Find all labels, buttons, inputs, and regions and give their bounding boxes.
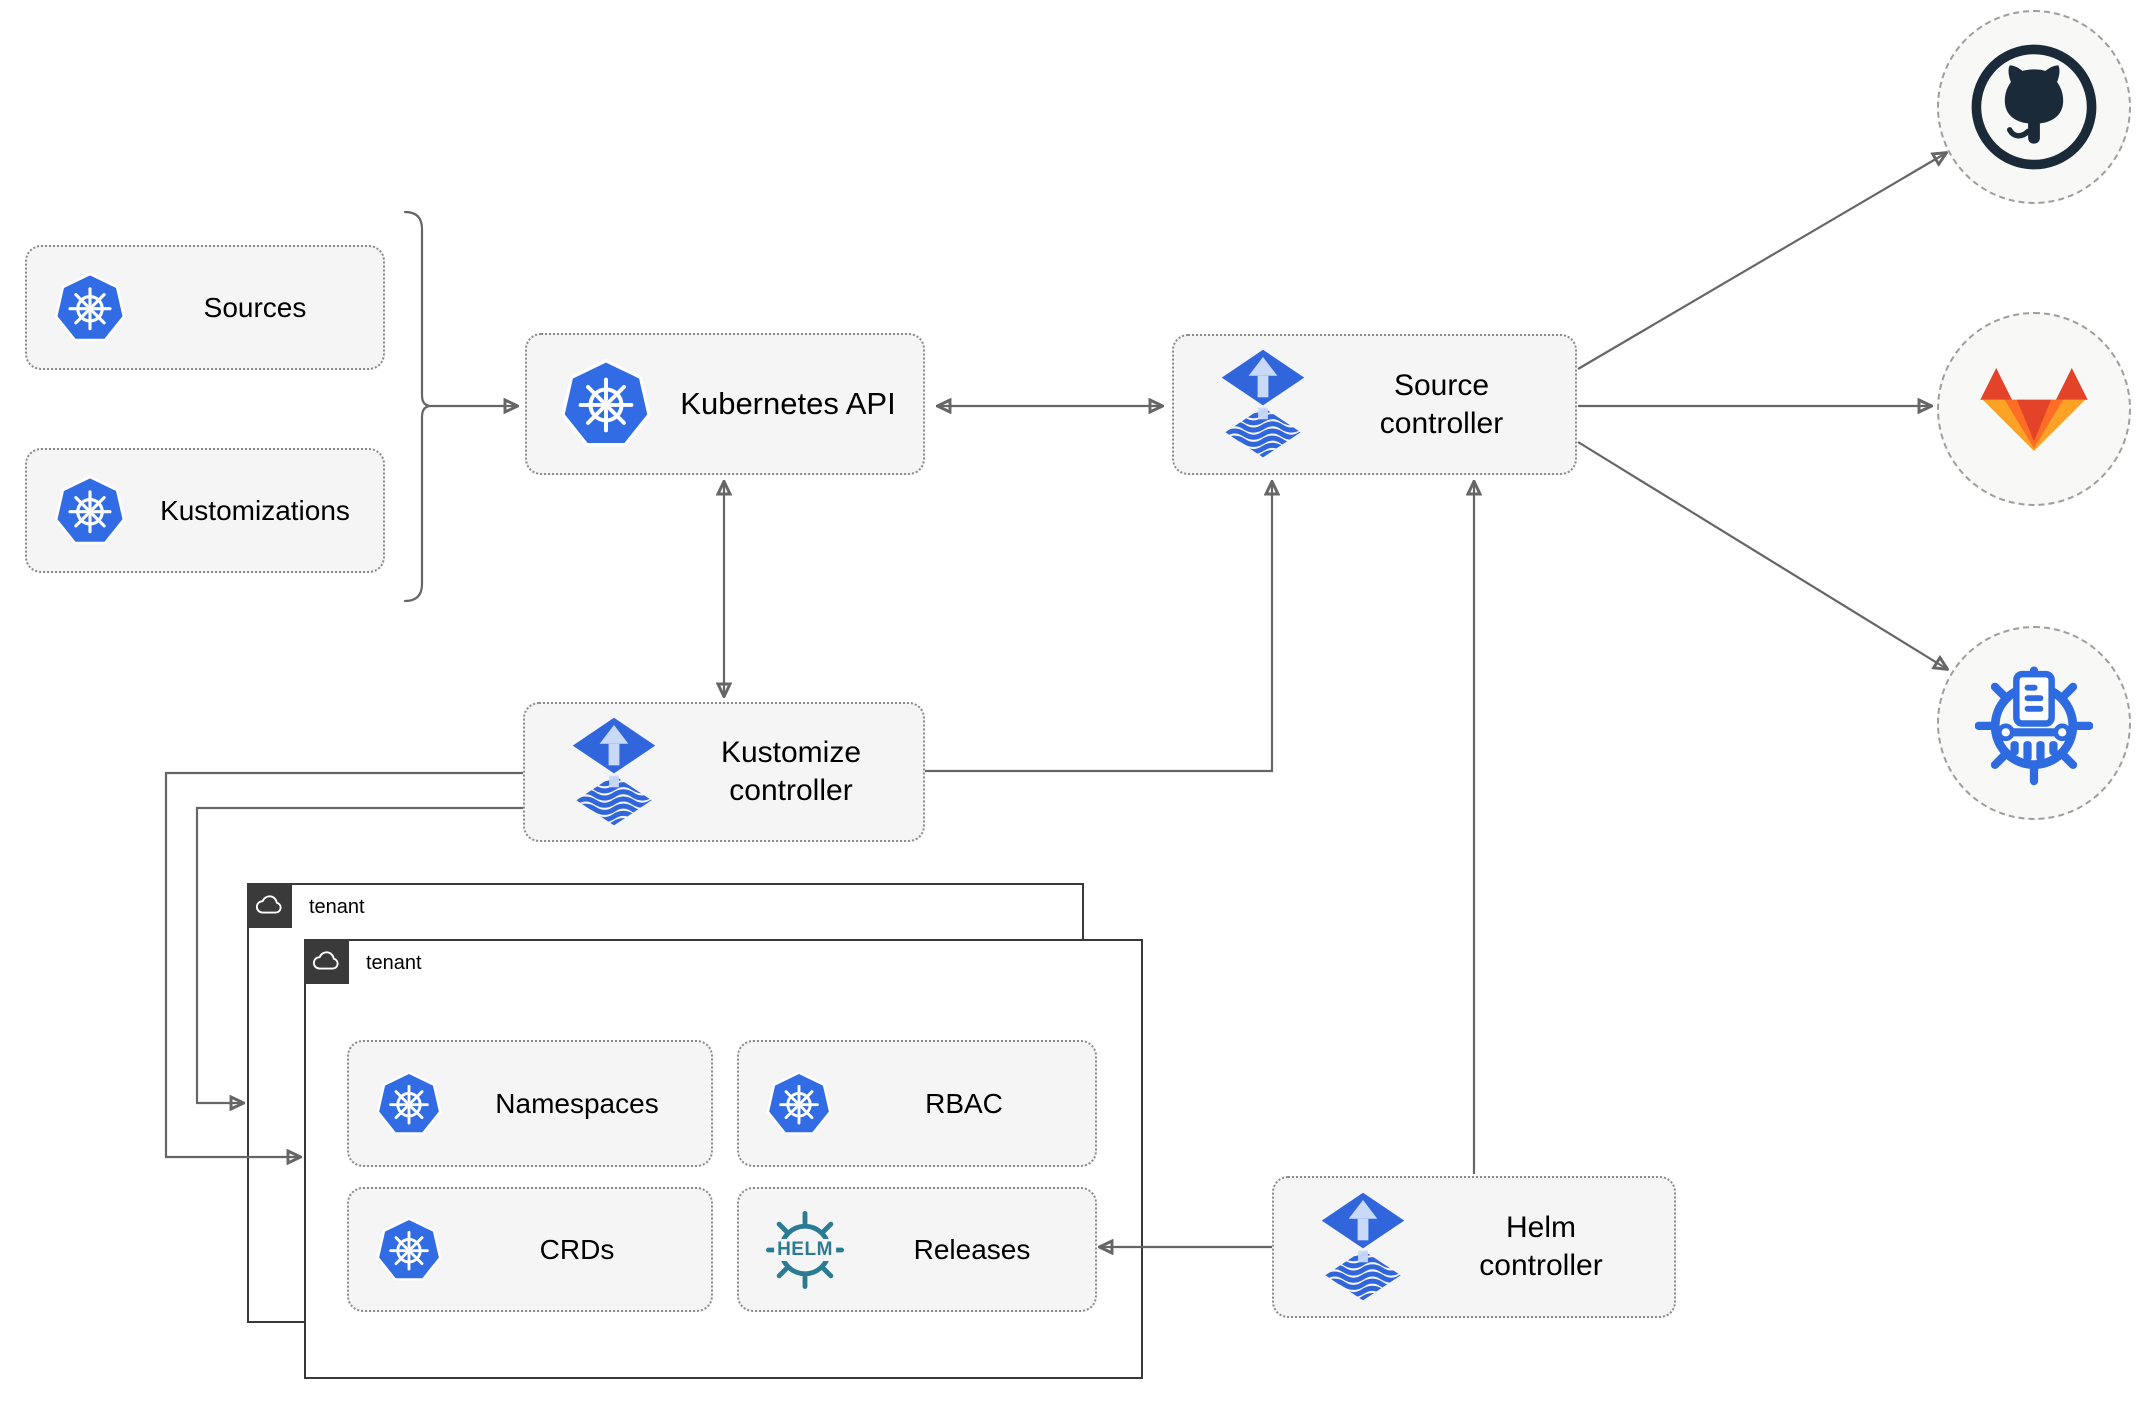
namespaces-node: Namespaces	[347, 1040, 713, 1167]
gitlab-remote	[1937, 312, 2131, 506]
crds-label: CRDs	[539, 1234, 615, 1265]
helm-logo-icon: HELM	[761, 1206, 849, 1294]
kustomize-controller-node: Kustomize controller	[523, 702, 925, 842]
arrow-source-controller-to-registry	[1577, 441, 1947, 669]
crds-node: CRDs	[347, 1187, 713, 1312]
kubernetes-icon	[765, 1070, 833, 1138]
flux-logo-icon	[1218, 348, 1308, 461]
tenant-label: tenant	[309, 896, 365, 918]
tenant-tab	[303, 938, 349, 984]
github-remote	[1937, 10, 2131, 204]
releases-node: HELM Releases	[737, 1187, 1097, 1312]
cloud-icon	[312, 948, 340, 974]
kubernetes-api-node: Kubernetes API	[525, 333, 925, 475]
kubernetes-icon	[559, 357, 653, 451]
gitlab-icon	[1973, 363, 2095, 456]
kubernetes-api-label: Kubernetes API	[680, 385, 896, 421]
kustomizations-label: Kustomizations	[160, 495, 350, 526]
tenant-tab	[246, 882, 292, 928]
kustomizations-node: Kustomizations	[25, 448, 385, 573]
source-controller-label: Source controller	[1379, 368, 1504, 440]
tenant-label: tenant	[366, 952, 422, 974]
tenant-box-front: tenant Namespaces RBAC CRDs HELM	[303, 938, 1143, 1379]
source-controller-node: Source controller	[1172, 334, 1577, 475]
kubernetes-icon	[53, 271, 127, 345]
kubernetes-icon	[53, 474, 127, 548]
kubernetes-icon	[375, 1070, 443, 1138]
sources-label: Sources	[203, 292, 307, 323]
cloud-icon	[255, 892, 283, 918]
namespaces-label: Namespaces	[495, 1088, 659, 1119]
rbac-label: RBAC	[925, 1088, 1003, 1119]
releases-label: Releases	[913, 1234, 1031, 1265]
container-registry-icon	[1975, 660, 2093, 787]
arrow-kustomize-controller-to-source-controller	[925, 482, 1272, 773]
kubernetes-icon	[375, 1216, 443, 1284]
github-icon	[1970, 43, 2098, 171]
arrow-source-controller-to-github	[1577, 153, 1946, 370]
registry-remote	[1937, 626, 2131, 820]
helm-controller-label: Helm controller	[1479, 1211, 1603, 1282]
sources-node: Sources	[25, 245, 385, 370]
rbac-node: RBAC	[737, 1040, 1097, 1167]
helm-wordmark: HELM	[774, 1238, 836, 1261]
helm-controller-node: Helm controller	[1272, 1176, 1676, 1318]
flux-logo-icon	[569, 716, 659, 829]
flux-logo-icon	[1318, 1191, 1408, 1304]
kustomize-controller-label: Kustomize controller	[720, 736, 862, 807]
group-bracket	[403, 210, 432, 603]
